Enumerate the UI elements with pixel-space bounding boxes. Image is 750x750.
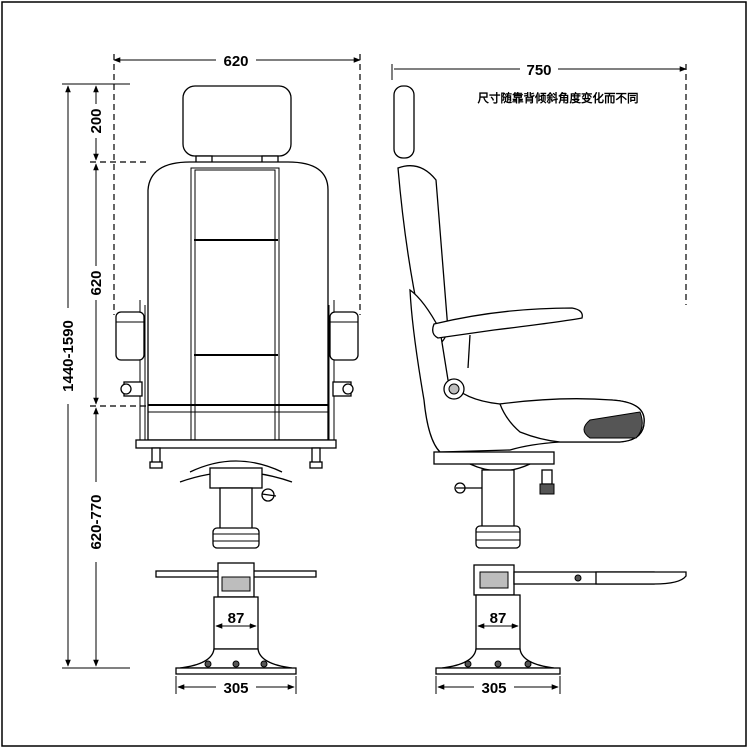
side-upper-column [481,469,515,531]
side-lower-column [475,594,521,650]
front-view: 620 1440-1590 200 620 620-770 87 305 [56,50,361,697]
front-backrest-label: 620 [88,270,105,295]
front-base-label: 305 [223,680,248,697]
side-column-label: 87 [490,610,507,627]
front-left-armrest [115,311,145,361]
front-left-knob [120,383,132,395]
front-right-knob [342,383,354,395]
side-armrest [432,307,583,339]
side-depth-label: 750 [526,62,551,79]
side-headrest [393,85,415,159]
front-seat-height-label: 620-770 [88,494,105,549]
front-right-armrest [329,311,359,361]
side-view: 750 尺寸随靠背倾斜角度变化而不同 87 305 [391,60,687,697]
side-base-label: 305 [481,680,506,697]
side-note: 尺寸随靠背倾斜角度变化而不同 [478,91,639,105]
front-width-label: 620 [223,53,248,70]
front-headrest [182,85,292,157]
front-backrest [147,161,329,441]
front-headrest-label: 200 [88,108,105,133]
front-column-label: 87 [228,610,245,627]
front-total-height-label: 1440-1590 [60,320,77,392]
